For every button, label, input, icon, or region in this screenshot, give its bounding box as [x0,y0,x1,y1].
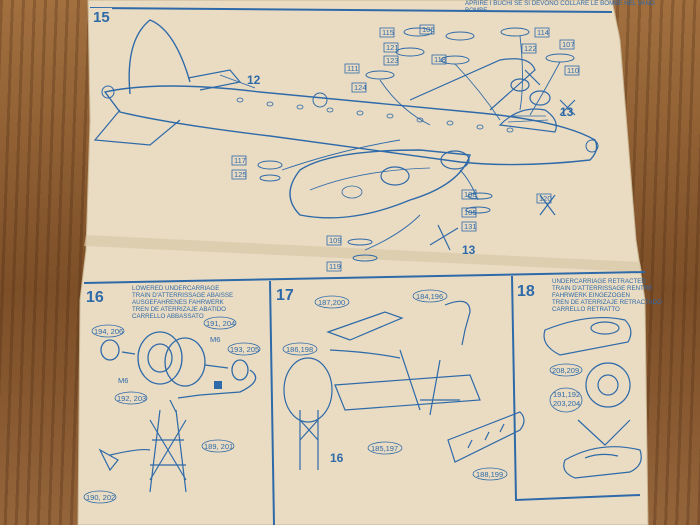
paper-fold [84,235,642,272]
part-194-206: 194, 206 [94,327,123,336]
part-120: 120 [539,194,552,203]
step-16-caption-4: TREN DE ATERRIZAJE ABATIDO [132,306,226,313]
step-16-part-labels: 194, 206 191, 204 M6 193, 205 M6 192, 20… [83,316,261,504]
step-18-part-labels: 208,209 191,192 203,204 [549,363,583,413]
part-203-204: 203,204 [553,399,580,408]
step-18-panel: 18 UNDERCARRIAGE RETRACTED TRAIN D'ATTER… [517,278,662,479]
near-wing [289,149,471,219]
alignment-marker [214,381,222,389]
step-18-caption-5: CARRELLO RETRATTO [552,306,620,313]
callout-12: 12 [247,73,261,87]
nose-turret [585,139,599,153]
part-189-201: 189, 201 [204,442,233,451]
dorsal-turret [312,92,328,108]
undercarriage-strut [98,399,187,493]
lower-panels-frame [83,271,646,525]
part-119: 119 [329,262,341,271]
step-15-number: 15 [93,9,110,26]
cockpit-canopy [498,108,557,133]
part-184-196: 184,196 [416,292,443,301]
part-109: 109 [329,236,342,245]
step-18-caption-3: FAHRWERK EINGEZOGEN [552,292,630,299]
step-16-caption-3: AUSGEFAHRENES FAHRWERK [132,299,225,306]
part-105: 105 [464,208,477,217]
part-114: 114 [537,28,549,37]
m6-label-left: M6 [118,376,128,385]
step-18-number: 18 [517,283,535,300]
retracted-gear-drawing [543,316,642,479]
top-note-line1: APRIRE I BUCHI SE SI DEVONO COLLARE LE B… [465,0,655,7]
part-187-200: 187,200 [318,298,345,307]
step-16-caption-5: CARRELLO ABBASSATO [132,313,204,320]
part-208-209: 208,209 [552,366,579,375]
fuselage-windows [236,97,514,133]
callout-13-top: 13 [560,105,574,119]
step-15-panel: 15 [89,7,613,272]
step-17-part-labels: 187,200 184,196 186,198 185,197 188,199 … [282,289,508,481]
step-16-panel: 16 LOWERED UNDERCARRIAGE TRAIN D'ATTERRI… [83,285,261,504]
part-111: 111 [347,64,358,73]
step-18-caption-2: TRAIN D'ATTERRISSAGE RENTRE [552,285,652,292]
part-122: 122 [524,44,537,53]
step-16-caption-1: LOWERED UNDERCARRIAGE [132,285,219,292]
main-wheel-assembly [100,331,257,399]
step-15-part-labels: 115 106 111 121 107 123 118 122 110 124 … [231,24,580,272]
part-191-204: 191, 204 [206,319,235,328]
part-192-203: 192, 203 [117,394,146,403]
part-115: 115 [382,28,394,37]
part-193-205: 193, 205 [230,345,259,354]
m6-label-top: M6 [210,335,220,344]
bomber-tail-fin [128,19,191,95]
part-185-197: 185,197 [371,444,398,453]
part-191-192: 191,192 [553,390,580,399]
part-107: 107 [562,40,575,49]
part-123: 123 [386,56,399,65]
step-18-caption-1: UNDERCARRIAGE RETRACTED [552,278,646,285]
part-125: 125 [234,170,247,179]
part-124: 124 [354,83,367,92]
part-121: 121 [386,43,399,52]
step-16-caption-2: TRAIN D'ATTERRISSAGE ABAISSE [132,292,233,299]
part-110: 110 [567,66,579,75]
part-108: 108 [464,190,477,199]
propellers [429,69,576,251]
part-188-199: 188,199 [476,470,503,479]
part-118: 118 [434,55,446,64]
part-190-202: 190, 202 [86,493,115,502]
leader-lines [219,35,561,251]
step-17-panel: 17 187,200 184,196 186,198 185,197 188,1… [276,287,525,481]
callout-13-bottom: 13 [462,243,476,257]
engine-nacelles [380,78,551,186]
nacelle-and-gear [283,300,525,470]
callout-16: 16 [330,451,344,465]
step-17-number: 17 [276,287,294,304]
part-131: 131 [464,222,477,231]
part-186-198: 186,198 [286,345,313,354]
part-106: 106 [422,25,435,34]
part-117: 117 [234,156,246,165]
rear-turret [101,85,115,99]
step-16-number: 16 [86,289,104,306]
far-wing [409,58,536,111]
step-18-caption-4: TREN DE ATERRIZAJE RETRACTADO [552,299,662,306]
